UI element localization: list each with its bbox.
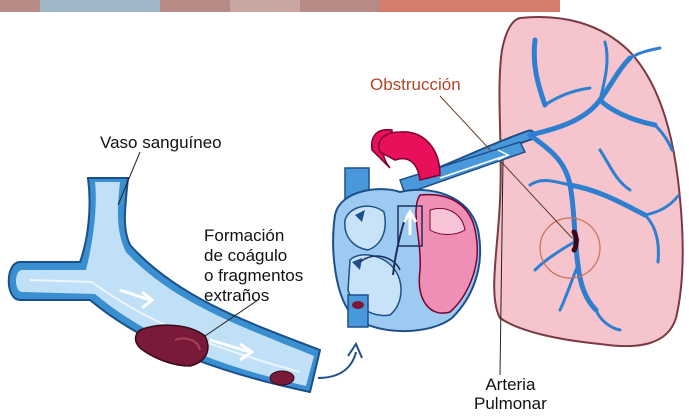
artery-label-line: Pulmonar	[474, 394, 547, 413]
obstruction-label: Obstrucción	[370, 75, 461, 95]
artery-label-line: Arteria	[474, 375, 547, 394]
clot-label: Formación de coágulo o fragmentos extrañ…	[204, 226, 303, 306]
flow-connector	[318, 344, 362, 378]
pulmonary-artery-label: Arteria Pulmonar	[474, 375, 547, 413]
clot-label-line: o fragmentos	[204, 266, 303, 286]
top-photo-strip	[0, 0, 560, 12]
clot-label-line: de coágulo	[204, 246, 303, 266]
clot-label-line: Formación	[204, 226, 303, 246]
clot-label-line: extraños	[204, 286, 303, 306]
vessel-label: Vaso sanguíneo	[100, 133, 222, 153]
